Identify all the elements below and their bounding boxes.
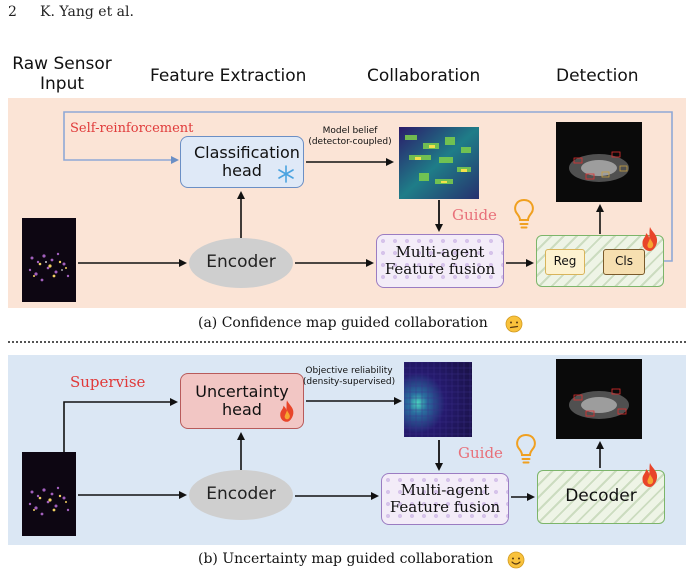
model-belief-note: Model belief (detector-coupled)	[308, 126, 392, 147]
caption-b: (b) Uncertainty map guided collaboration	[198, 551, 494, 567]
objective-reliability-note: Objective reliability (density-supervise…	[302, 366, 396, 387]
column-title-feature-extraction: Feature Extraction	[150, 66, 307, 86]
raw-sensor-image-a	[22, 218, 76, 302]
flame-icon	[642, 463, 658, 487]
flame-icon	[642, 227, 658, 251]
lightbulb-icon	[514, 198, 534, 229]
raw-sensor-image-b	[22, 452, 76, 536]
detection-result-image-a	[556, 122, 642, 202]
guide-label-b: Guide	[458, 444, 503, 462]
self-reinforcement-label: Self-reinforcement	[70, 121, 194, 136]
decoder-label: Decoder	[565, 486, 637, 507]
cls-branch: Cls	[603, 249, 645, 275]
encoder-b: Encoder	[189, 470, 293, 520]
smiling-face-icon	[507, 551, 525, 569]
reg-label: Reg	[553, 254, 577, 269]
caption-a: (a) Confidence map guided collaboration	[198, 315, 488, 331]
detection-result-image-b	[556, 359, 642, 439]
classification-head-box: Classification head	[180, 136, 304, 188]
confidence-map-image	[399, 127, 479, 199]
page-number: 2	[8, 4, 17, 20]
reg-branch: Reg	[545, 249, 585, 275]
panel-divider	[8, 341, 686, 343]
guide-label-a: Guide	[452, 206, 497, 224]
snowflake-icon	[278, 165, 294, 183]
uncertainty-head-label: Uncertainty head	[195, 381, 289, 419]
column-title-detection: Detection	[556, 66, 639, 86]
encoder-a: Encoder	[189, 238, 293, 288]
column-title-raw-input: Raw Sensor Input	[12, 54, 112, 95]
flame-icon	[280, 400, 294, 422]
lightbulb-icon	[516, 433, 536, 464]
multi-agent-fusion-b: Multi-agent Feature fusion	[381, 473, 509, 525]
encoder-b-label: Encoder	[206, 484, 276, 505]
cls-label: Cls	[615, 254, 633, 269]
uncertainty-map-image	[404, 362, 472, 437]
fusion-a-label: Multi-agent Feature fusion	[384, 242, 496, 278]
running-header-authors: K. Yang et al.	[40, 4, 134, 20]
encoder-a-label: Encoder	[206, 252, 276, 273]
classification-head-label: Classification head	[194, 142, 300, 180]
confused-face-icon	[505, 315, 523, 333]
multi-agent-fusion-a: Multi-agent Feature fusion	[376, 234, 504, 288]
column-title-collaboration: Collaboration	[367, 66, 481, 86]
fusion-b-label: Multi-agent Feature fusion	[389, 480, 501, 516]
supervise-label: Supervise	[70, 373, 146, 391]
